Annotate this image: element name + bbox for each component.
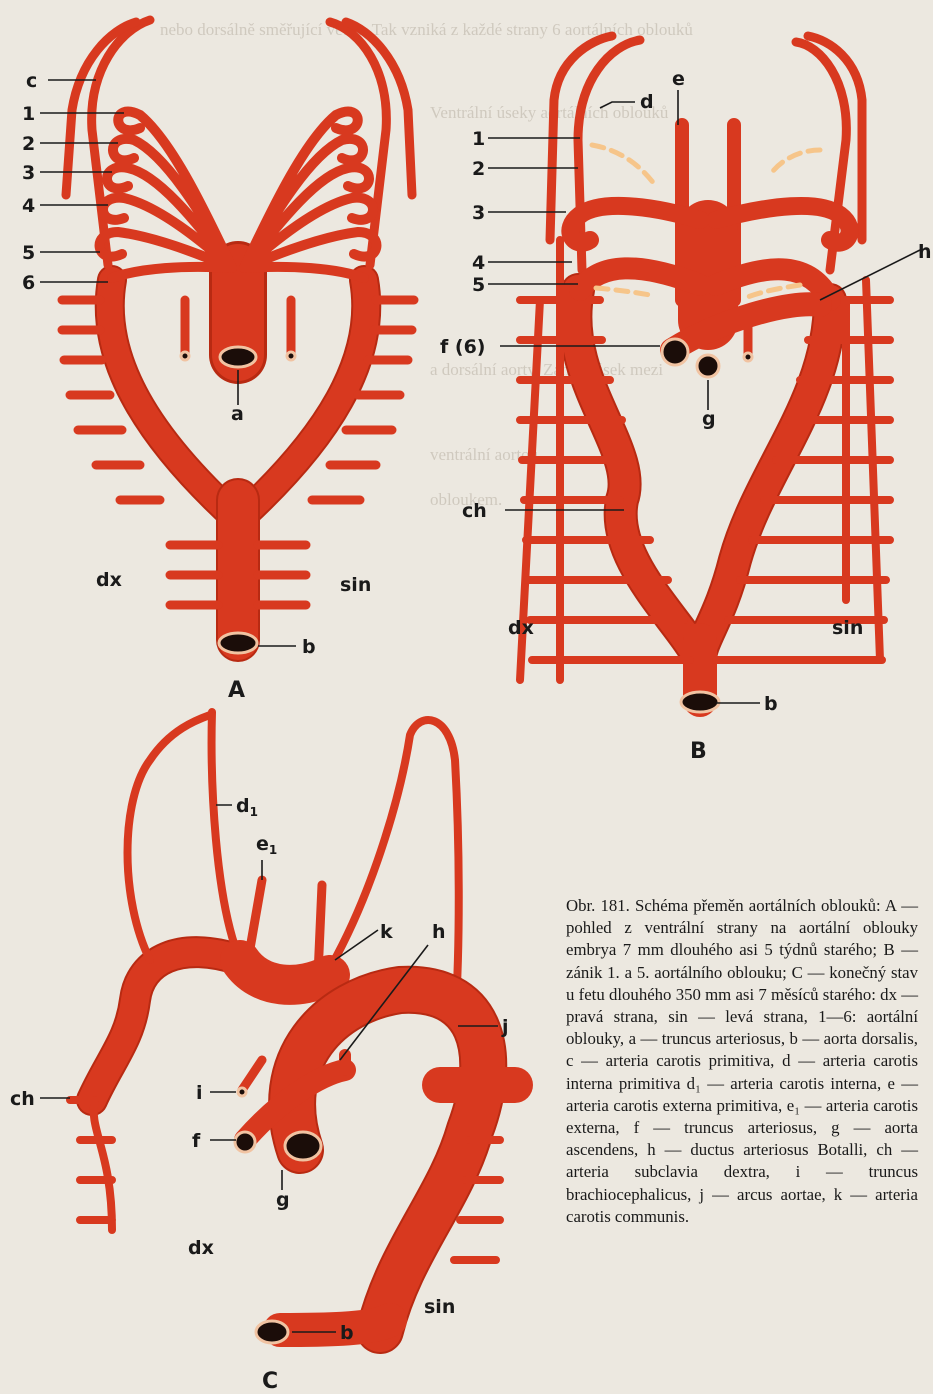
panel-b: d e 1 2 3 4 5 f (6) g h ch b dx sin B bbox=[440, 36, 932, 764]
label-d: d bbox=[640, 91, 654, 113]
label-sin: sin bbox=[424, 1296, 455, 1318]
panel-a-vessels bbox=[62, 20, 414, 653]
label-a: a bbox=[231, 403, 244, 425]
label-arch-3: 3 bbox=[472, 202, 485, 224]
label-e: e bbox=[672, 68, 685, 90]
label-arch-2: 2 bbox=[472, 158, 485, 180]
small-vessel-lumen bbox=[744, 353, 752, 361]
label-arch-6: 6 bbox=[22, 272, 35, 294]
arteria-carotis-interna-dextra bbox=[212, 712, 240, 960]
aorta-dorsalis-c bbox=[280, 1320, 390, 1330]
label-sin: sin bbox=[832, 617, 863, 639]
label-h: h bbox=[918, 241, 932, 263]
label-arch-4: 4 bbox=[22, 195, 35, 217]
label-dx: dx bbox=[96, 569, 122, 591]
panel-a-title: A bbox=[228, 678, 245, 703]
label-b: b bbox=[302, 636, 316, 658]
label-dx: dx bbox=[188, 1237, 214, 1259]
left-aortic-arches-1-6 bbox=[244, 112, 376, 278]
truncus-lumen bbox=[220, 347, 256, 367]
label-arch-1: 1 bbox=[22, 103, 35, 125]
label-i: i bbox=[196, 1082, 203, 1104]
right-aortic-arches-1-6 bbox=[100, 112, 232, 278]
subclavian-branches bbox=[70, 1100, 112, 1230]
label-e1: e1 bbox=[256, 833, 277, 857]
label-b: b bbox=[764, 693, 778, 715]
label-arch-2: 2 bbox=[22, 133, 35, 155]
aorta-dorsalis-lumen bbox=[219, 633, 257, 653]
label-ch: ch bbox=[462, 500, 487, 522]
aorta-ascendens-lumen bbox=[285, 1132, 321, 1160]
panel-b-title: B bbox=[690, 739, 707, 764]
right-carotid-loop bbox=[128, 715, 211, 960]
small-vessel-lumen bbox=[238, 1088, 246, 1096]
label-arch-5: 5 bbox=[472, 274, 485, 296]
panel-a: c 1 2 3 4 5 6 a b dx sin A bbox=[22, 20, 414, 703]
label-k: k bbox=[380, 921, 393, 943]
panel-c-vessels bbox=[70, 712, 515, 1343]
label-g: g bbox=[276, 1189, 290, 1211]
label-j: j bbox=[501, 1016, 509, 1038]
label-arch-3: 3 bbox=[22, 162, 35, 184]
aorta-dorsalis-lumen bbox=[681, 692, 719, 712]
label-h: h bbox=[432, 921, 446, 943]
figure-caption: Obr. 181. Schéma přeměn aortálních oblou… bbox=[566, 895, 918, 1228]
label-arch-1: 1 bbox=[472, 128, 485, 150]
small-vessel-i bbox=[242, 1060, 262, 1090]
label-arch-5: 5 bbox=[22, 242, 35, 264]
small-vessel-lumen bbox=[287, 352, 295, 360]
label-d1: d1 bbox=[236, 795, 258, 819]
label-ch: ch bbox=[10, 1088, 35, 1110]
label-g: g bbox=[702, 408, 716, 430]
truncus-brachiocephalicus bbox=[240, 960, 330, 985]
small-vessel-lumen bbox=[181, 352, 189, 360]
aorta-ascendens-lumen bbox=[697, 355, 719, 377]
panel-c-title: C bbox=[262, 1369, 278, 1394]
label-f: f bbox=[192, 1130, 201, 1152]
label-c: c bbox=[26, 70, 37, 92]
label-dx: dx bbox=[508, 617, 534, 639]
label-arch-4: 4 bbox=[472, 252, 485, 274]
truncus-lumen bbox=[662, 339, 688, 365]
label-f6: f (6) bbox=[440, 336, 485, 358]
truncus-lumen bbox=[235, 1132, 255, 1152]
panel-c: d1 e1 k h j ch i f g b dx sin C bbox=[10, 712, 515, 1394]
label-b: b bbox=[340, 1322, 354, 1344]
label-sin: sin bbox=[340, 574, 371, 596]
aorta-dorsalis-lumen bbox=[256, 1321, 288, 1343]
